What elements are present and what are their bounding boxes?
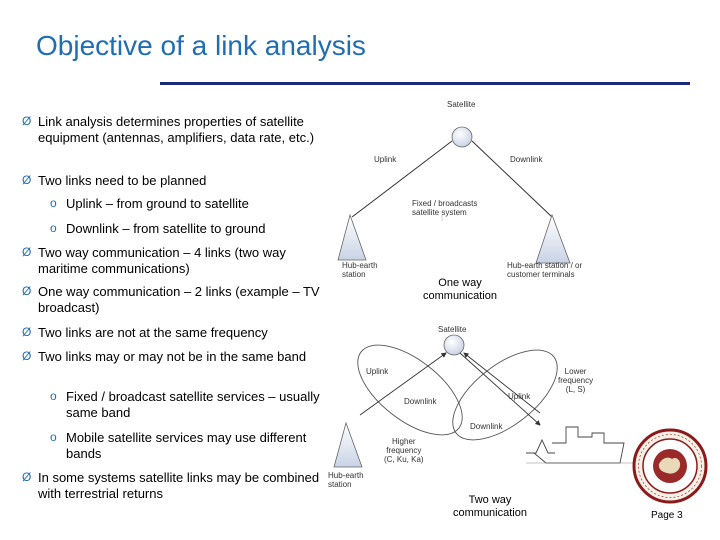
customer-terminal-icon	[535, 213, 571, 264]
satellite-link-diagram: Satellite Uplink Downlink Fixed / broadc…	[320, 95, 640, 535]
satellite-label: Satellite	[447, 100, 476, 109]
arrow-bullet-icon: Ø	[22, 245, 32, 259]
page-number: Page 3	[651, 510, 683, 521]
satellite-icon	[451, 126, 473, 148]
arrow-bullet-icon: Ø	[22, 284, 32, 298]
circle-bullet-icon: o	[50, 221, 57, 235]
hub-station-icon	[337, 213, 367, 261]
satellite-icon	[443, 334, 465, 356]
downlink-beam	[471, 140, 553, 218]
diagram-graphics	[333, 126, 636, 468]
bullet-item: Ø Two links need to be planned	[22, 173, 207, 188]
one-way-diagram	[337, 126, 571, 264]
title-underline	[160, 82, 690, 85]
arrow-bullet-icon: Ø	[22, 325, 32, 339]
circle-bullet-icon: o	[50, 196, 57, 210]
uplink-beam	[351, 140, 453, 218]
circle-bullet-icon: o	[50, 389, 57, 403]
arrow-bullet-icon: Ø	[22, 173, 32, 187]
slide-title: Objective of a link analysis	[36, 30, 366, 61]
uplink-left-label: Uplink	[366, 367, 389, 376]
university-seal-icon	[632, 428, 708, 504]
ship-icon	[526, 426, 636, 464]
downlink-label: Downlink	[510, 155, 543, 164]
uplink-right-label: Uplink	[508, 392, 531, 401]
downlink-left-label: Downlink	[404, 397, 437, 406]
arrow-bullet-icon: Ø	[22, 470, 32, 484]
circle-bullet-icon: o	[50, 430, 57, 444]
arrow-bullet-icon: Ø	[22, 349, 32, 363]
uplink-label: Uplink	[374, 155, 397, 164]
satellite-label: Satellite	[438, 325, 467, 334]
two-way-diagram	[333, 334, 636, 468]
arrow-bullet-icon: Ø	[22, 114, 32, 128]
downlink-right-label: Downlink	[470, 422, 503, 431]
hub-station-icon	[333, 421, 363, 468]
left-link-ellipse	[357, 344, 463, 436]
